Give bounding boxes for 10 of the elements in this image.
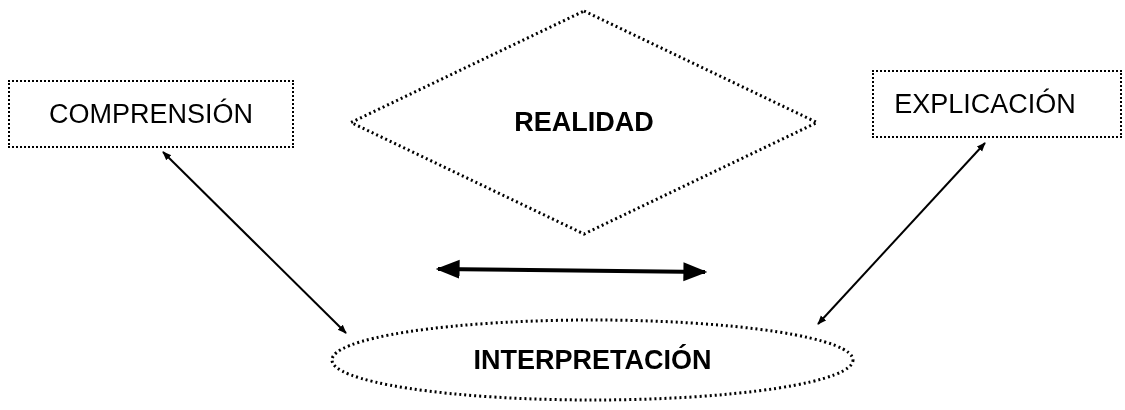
- concept-label: REALIDAD: [514, 107, 654, 138]
- double-arrow: [817, 142, 986, 325]
- concept-diamond: [350, 10, 818, 235]
- concept-label: INTERPRETACIÓN: [473, 344, 712, 376]
- concept-box: [8, 80, 294, 148]
- concept-label: EXPLICACIÓN: [894, 88, 1076, 120]
- concept-ellipse: [330, 318, 855, 402]
- concept-box: [872, 70, 1122, 138]
- double-arrow: [162, 151, 347, 334]
- concept-label: COMPRENSIÓN: [49, 98, 253, 130]
